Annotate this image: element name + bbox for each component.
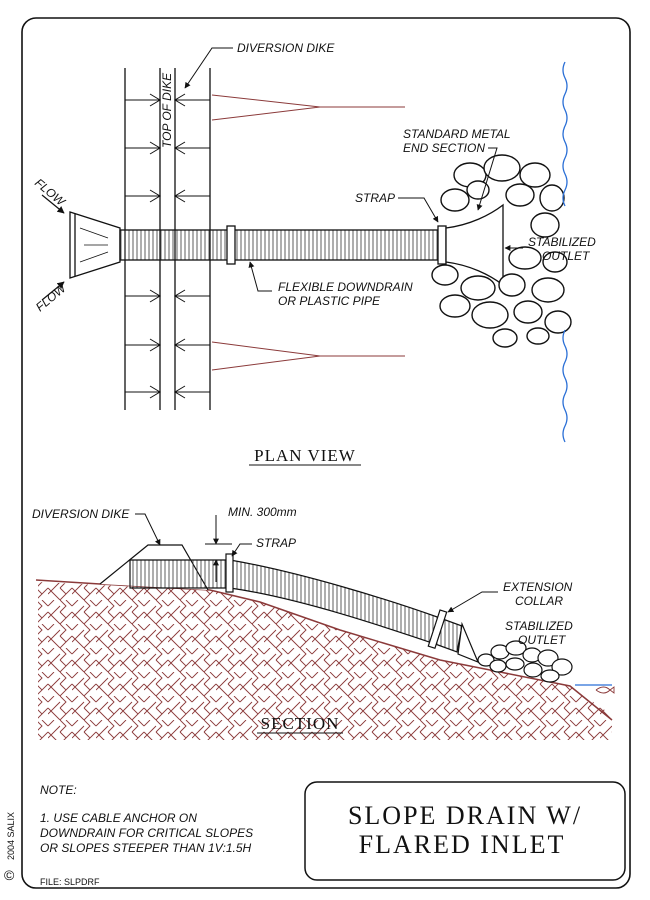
section-label-strap: STRAP: [256, 536, 296, 550]
title-block: SLOPE DRAIN W/ FLARED INLET: [304, 781, 626, 881]
section-pipe: [129, 559, 463, 653]
dike-taper: [211, 94, 405, 371]
section-label-collar: COLLAR: [515, 594, 563, 608]
plan-pipe: [119, 225, 447, 265]
copyright-text: 2004 SALIX: [6, 812, 16, 860]
plan-strap: [437, 225, 447, 265]
plan-label-plastic-pipe: OR PLASTIC PIPE: [278, 294, 381, 308]
plan-view: DIVERSION DIKE TOP OF DIKE FLOW FLOW STA…: [32, 41, 596, 466]
plan-label-end-section: END SECTION: [403, 141, 485, 155]
plan-collar: [226, 225, 236, 265]
plan-label-diversion-dike: DIVERSION DIKE: [237, 41, 335, 55]
section-heading: SECTION: [261, 714, 340, 733]
section-label-min-height: MIN. 300mm: [228, 505, 297, 519]
section-leaders: [135, 513, 498, 613]
section-label-diversion-dike: DIVERSION DIKE: [32, 507, 130, 521]
min-height-dimension: [205, 515, 232, 582]
dike-slope-ticks: [125, 93, 210, 399]
section-ground-line: [35, 579, 613, 721]
fish-icon: [595, 686, 615, 694]
plan-leaders: [184, 47, 523, 292]
note-line-3: OR SLOPES STEEPER THAN 1V:1.5H: [40, 841, 252, 855]
note-heading: NOTE:: [40, 783, 77, 797]
section-riprap: [477, 640, 573, 683]
section-end-section: [457, 621, 480, 664]
note-line-1: 1. USE CABLE ANCHOR ON: [40, 811, 197, 825]
plan-label-top-of-dike: TOP OF DIKE: [160, 72, 174, 148]
plan-label-flexible-downdrain: FLEXIBLE DOWNDRAIN: [278, 280, 413, 294]
copyright-symbol: ©: [4, 867, 15, 883]
section-strap: [225, 553, 234, 593]
footer: © 2004 SALIX FILE: SLPDRF: [4, 812, 100, 887]
section-ground-hatch: [38, 582, 612, 740]
note-line-2: DOWNDRAIN FOR CRITICAL SLOPES: [40, 826, 253, 840]
sheet-border: [21, 17, 631, 889]
section-view: DIVERSION DIKE MIN. 300mm STRAP EXTENSIO…: [32, 505, 615, 740]
plan-label-stabilized: STABILIZED: [528, 235, 596, 249]
plan-label-strap: STRAP: [355, 191, 395, 205]
section-label-outlet: OUTLET: [518, 633, 567, 647]
section-label-stabilized: STABILIZED: [505, 619, 573, 633]
plan-label-standard-metal: STANDARD METAL: [403, 127, 511, 141]
flared-inlet: [69, 211, 121, 279]
plan-label-outlet: OUTLET: [542, 249, 591, 263]
plan-water-line: [562, 61, 568, 443]
notes-block: NOTE: 1. USE CABLE ANCHOR ON DOWNDRAIN F…: [40, 783, 253, 855]
file-label: FILE: SLPDRF: [40, 877, 100, 887]
section-collar: [427, 609, 448, 650]
title-line-2: FLARED INLET: [359, 830, 566, 859]
title-line-1: SLOPE DRAIN W/: [348, 801, 582, 830]
flow-arrows: [41, 194, 65, 301]
section-label-extension: EXTENSION: [503, 580, 573, 594]
plan-view-heading: PLAN VIEW: [254, 446, 356, 465]
plan-riprap: [431, 154, 572, 348]
plan-label-flow-lower: FLOW: [33, 280, 70, 314]
plan-label-flow-upper: FLOW: [32, 176, 69, 210]
